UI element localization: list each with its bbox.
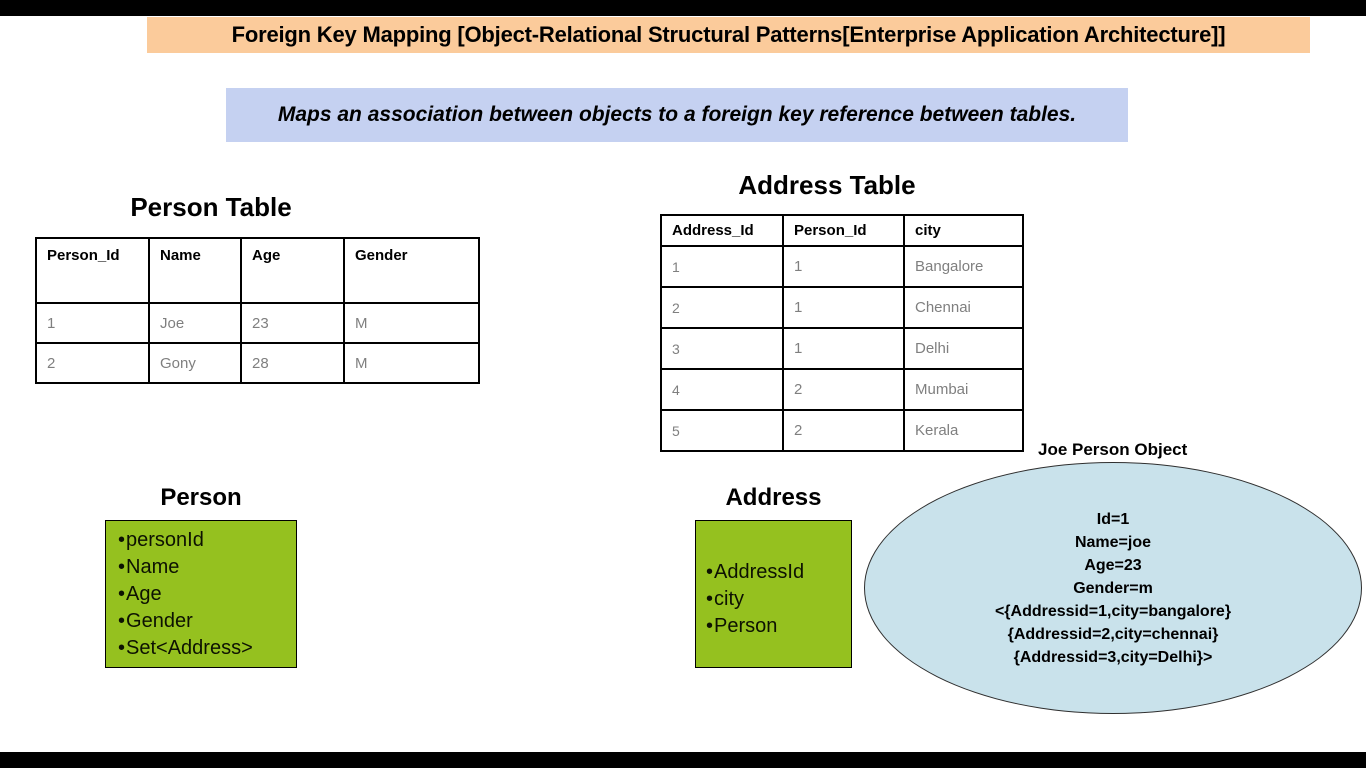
object-field: <{Addressid=1,city=bangalore} [994, 602, 1232, 620]
gender-cell: M [343, 342, 480, 384]
person-id-cell: 1 [782, 286, 905, 329]
address-table-title: Address Table [738, 170, 916, 200]
class-attribute: personId [118, 527, 292, 554]
letterbox-top [0, 0, 1366, 16]
city-cell: Mumbai [903, 368, 1024, 411]
address-class-box: AddressId city Person [695, 520, 852, 668]
object-field: {Addressid=2,city=chennai} [1007, 625, 1219, 643]
class-attribute: Name [118, 554, 292, 581]
age-cell: 23 [240, 302, 345, 344]
person-id-cell: 2 [782, 409, 905, 452]
address-table-header-row: Address_Id Person_Id city [660, 214, 1024, 247]
city-cell: Chennai [903, 286, 1024, 329]
class-attribute: Set<Address> [118, 635, 292, 662]
joe-person-object-label: Joe Person Object [1038, 440, 1188, 459]
address-table-header-city: city [903, 214, 1024, 247]
name-cell: Joe [148, 302, 242, 344]
person-table: Person_Id Name Age Gender 1 Joe 23 M 2 G… [35, 237, 480, 384]
object-field: Gender=m [1073, 579, 1153, 597]
person-table-header-person-id: Person_Id [35, 237, 150, 304]
table-row: 1 1 Bangalore [660, 245, 1024, 288]
city-cell: Kerala [903, 409, 1024, 452]
city-cell: Delhi [903, 327, 1024, 370]
gender-cell: M [343, 302, 480, 344]
joe-person-object-ellipse: Id=1 Name=joe Age=23 Gender=m <{Addressi… [864, 462, 1362, 714]
table-row: 5 2 Kerala [660, 409, 1024, 452]
table-row: 3 1 Delhi [660, 327, 1024, 370]
object-field: Age=23 [1084, 556, 1142, 574]
person-id-cell: 1 [35, 302, 150, 344]
age-cell: 28 [240, 342, 345, 384]
slide-subtitle: Maps an association between objects to a… [226, 88, 1128, 142]
table-row: 2 Gony 28 M [35, 342, 480, 384]
person-class-box: personId Name Age Gender Set<Address> [105, 520, 297, 668]
class-attribute: Gender [118, 608, 292, 635]
person-id-cell: 1 [782, 327, 905, 370]
person-table-header-name: Name [148, 237, 242, 304]
object-field: Id=1 [1096, 510, 1130, 528]
slide-title: Foreign Key Mapping [Object-Relational S… [147, 17, 1310, 53]
table-row: 2 1 Chennai [660, 286, 1024, 329]
city-cell: Bangalore [903, 245, 1024, 288]
address-id-cell: 4 [660, 368, 784, 411]
person-table-header-row: Person_Id Name Age Gender [35, 237, 480, 304]
person-class-title: Person [160, 484, 242, 511]
class-attribute: AddressId [706, 559, 847, 586]
class-attribute: city [706, 586, 847, 613]
address-table: Address_Id Person_Id city 1 1 Bangalore … [660, 214, 1024, 452]
address-table-header-person-id: Person_Id [782, 214, 905, 247]
address-id-cell: 3 [660, 327, 784, 370]
address-table-header-address-id: Address_Id [660, 214, 784, 247]
address-id-cell: 5 [660, 409, 784, 452]
table-row: 1 Joe 23 M [35, 302, 480, 344]
class-attribute: Person [706, 613, 847, 640]
letterbox-bottom [0, 752, 1366, 768]
person-id-cell: 1 [782, 245, 905, 288]
table-row: 4 2 Mumbai [660, 368, 1024, 411]
person-id-cell: 2 [782, 368, 905, 411]
class-attribute: Age [118, 581, 292, 608]
name-cell: Gony [148, 342, 242, 384]
address-id-cell: 2 [660, 286, 784, 329]
address-id-cell: 1 [660, 245, 784, 288]
object-field: Name=joe [1074, 533, 1152, 551]
person-table-title: Person Table [130, 192, 292, 222]
object-field: {Addressid=3,city=Delhi}> [1013, 648, 1213, 666]
person-table-header-age: Age [240, 237, 345, 304]
address-class-title: Address [725, 484, 822, 511]
person-table-header-gender: Gender [343, 237, 480, 304]
person-id-cell: 2 [35, 342, 150, 384]
